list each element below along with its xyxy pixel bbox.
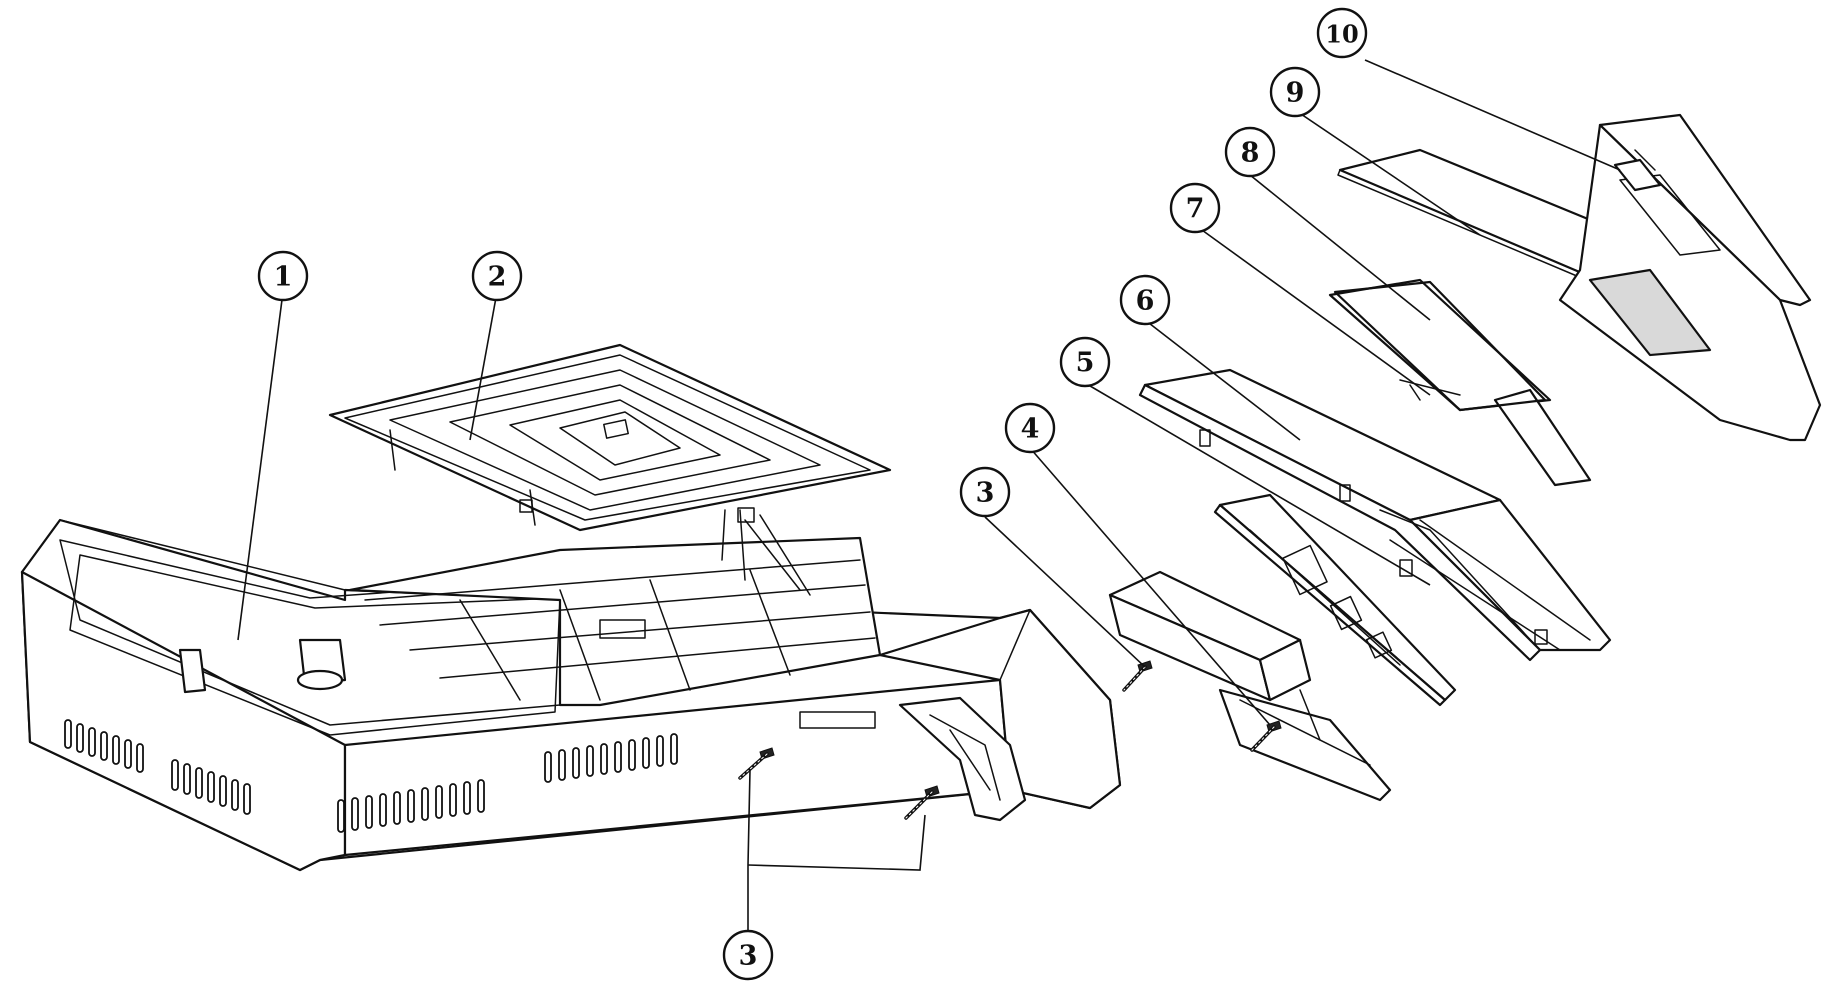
callout-label: 3 — [739, 941, 758, 972]
part-1-base-housing — [20, 518, 1122, 872]
screw-icon — [904, 785, 940, 820]
callout-6: 6 — [1119, 274, 1171, 326]
callout-label: 4 — [1021, 414, 1040, 445]
callout-7: 7 — [1169, 182, 1221, 234]
leader-lines — [237, 59, 1621, 950]
part-1-vent-slots — [64, 719, 678, 833]
screw-icon — [1122, 660, 1153, 692]
callout-5: 5 — [1059, 336, 1111, 388]
screw-icon — [1250, 720, 1282, 752]
callout-label: 9 — [1286, 78, 1305, 109]
callout-label: 6 — [1136, 286, 1155, 317]
callout-label: 2 — [488, 262, 507, 293]
callout-10: 10 — [1316, 7, 1368, 59]
callout-label: 5 — [1076, 348, 1095, 379]
callout-2: 2 — [471, 250, 523, 302]
part-2-top-plate — [328, 343, 892, 596]
callout-label: 7 — [1186, 194, 1205, 225]
part-5-circuit-plate — [1213, 493, 1457, 707]
part-6-frame — [1138, 368, 1612, 662]
callout-1: 1 — [257, 250, 309, 302]
callout-3-right: 3 — [959, 466, 1011, 518]
screw-icon — [738, 747, 775, 780]
callout-4: 4 — [1004, 402, 1056, 454]
part-7-sheet — [1328, 278, 1592, 487]
callout-label: 8 — [1241, 138, 1260, 169]
callout-3-bottom: 3 — [722, 929, 774, 981]
part-8-gasket — [1333, 280, 1547, 412]
callout-label: 3 — [976, 478, 995, 509]
callout-label: 1 — [274, 262, 293, 293]
callout-8: 8 — [1224, 126, 1276, 178]
part-10-back-panel — [1558, 113, 1822, 442]
callout-9: 9 — [1269, 66, 1321, 118]
callout-label: 10 — [1325, 20, 1358, 49]
